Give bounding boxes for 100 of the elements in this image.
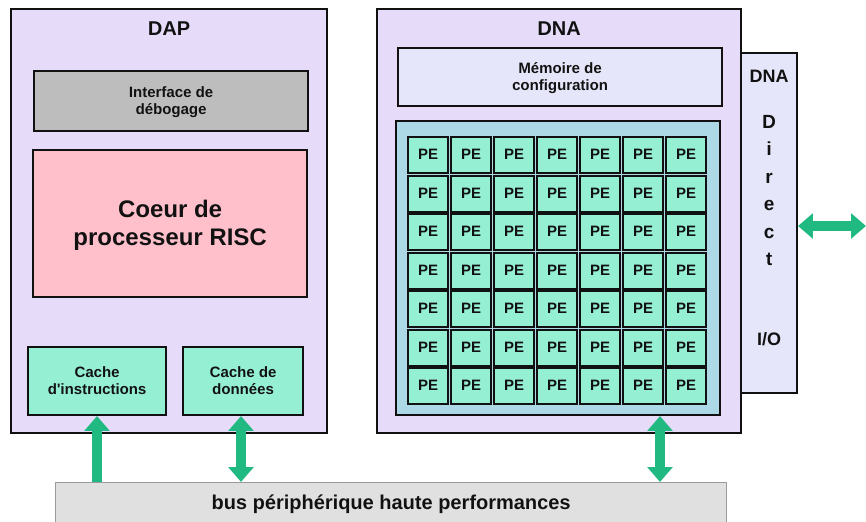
cache-box bbox=[27, 346, 167, 416]
pe-cell bbox=[493, 328, 535, 366]
box-label: PE bbox=[674, 338, 697, 356]
pe-cell bbox=[493, 213, 535, 251]
box-label: PE bbox=[416, 184, 439, 202]
box-label: PE bbox=[632, 377, 654, 395]
box-label: PE bbox=[632, 262, 654, 280]
box-label: PE bbox=[546, 262, 568, 280]
box-label: PE bbox=[674, 184, 697, 202]
pe-cell bbox=[579, 213, 621, 251]
chip-block bbox=[376, 8, 742, 434]
pe-cell bbox=[579, 367, 621, 405]
pe-cell bbox=[665, 290, 707, 328]
pe-cell bbox=[493, 290, 535, 328]
pe-cell bbox=[536, 328, 578, 366]
box-label: PE bbox=[502, 184, 525, 202]
pe-cell bbox=[450, 328, 492, 366]
pe-cell bbox=[665, 213, 707, 251]
pe-cell bbox=[407, 213, 449, 251]
pe-cell bbox=[665, 252, 707, 290]
box-label: PE bbox=[632, 338, 654, 356]
pe-cell bbox=[407, 252, 449, 290]
memory-box bbox=[397, 47, 723, 107]
pe-cell bbox=[665, 136, 707, 174]
panel-label: Direct bbox=[761, 110, 777, 272]
pe-cell bbox=[622, 252, 664, 290]
processor-core-box bbox=[32, 149, 308, 298]
box-label: Cache de données bbox=[208, 364, 278, 398]
box-label: PE bbox=[674, 223, 697, 241]
box-label: PE bbox=[460, 262, 482, 280]
box-label: PE bbox=[502, 262, 525, 280]
box-label: PE bbox=[416, 146, 439, 164]
box-label: PE bbox=[460, 223, 482, 241]
box-label: PE bbox=[546, 146, 568, 164]
box-label: Interface de débogage bbox=[128, 84, 214, 118]
pe-cell bbox=[536, 367, 578, 405]
box-label: PE bbox=[502, 300, 525, 318]
box-label: PE bbox=[502, 223, 525, 241]
pe-cell bbox=[536, 252, 578, 290]
box-label: PE bbox=[546, 377, 568, 395]
box-label: PE bbox=[588, 146, 611, 164]
box-label: PE bbox=[632, 184, 654, 202]
pe-cell bbox=[579, 290, 621, 328]
pe-array-box bbox=[395, 120, 721, 416]
pe-cell bbox=[622, 136, 664, 174]
block-title: DAP bbox=[148, 18, 190, 41]
pe-cell bbox=[450, 252, 492, 290]
pe-cell bbox=[665, 367, 707, 405]
box-label: PE bbox=[460, 300, 482, 318]
box-label: PE bbox=[460, 184, 482, 202]
box-label: PE bbox=[416, 300, 439, 318]
pe-cell bbox=[579, 328, 621, 366]
pe-cell bbox=[536, 290, 578, 328]
box-label: PE bbox=[632, 223, 654, 241]
pe-cell bbox=[450, 290, 492, 328]
cache-box bbox=[182, 346, 304, 416]
box-label: PE bbox=[674, 300, 697, 318]
pe-cell bbox=[407, 367, 449, 405]
pe-cell bbox=[450, 213, 492, 251]
double-arrow bbox=[228, 416, 254, 482]
box-label: PE bbox=[588, 338, 611, 356]
box-label: PE bbox=[546, 223, 568, 241]
box-label: Coeur de processeur RISC bbox=[72, 196, 268, 252]
io-panel bbox=[740, 52, 798, 394]
pe-cell bbox=[407, 290, 449, 328]
chip-block bbox=[10, 8, 328, 434]
panel-label: DNA bbox=[750, 66, 788, 87]
box-label: PE bbox=[460, 338, 482, 356]
pe-cell bbox=[493, 367, 535, 405]
pe-cell bbox=[450, 136, 492, 174]
box-label: PE bbox=[674, 262, 697, 280]
pe-cell bbox=[536, 136, 578, 174]
pe-cell bbox=[579, 252, 621, 290]
box-label: PE bbox=[546, 300, 568, 318]
box-label: PE bbox=[546, 184, 568, 202]
box-label: PE bbox=[502, 338, 525, 356]
double-arrow bbox=[647, 416, 673, 482]
box-label: PE bbox=[588, 262, 611, 280]
pe-cell bbox=[665, 328, 707, 366]
box-label: PE bbox=[674, 377, 697, 395]
box-label: PE bbox=[632, 300, 654, 318]
pe-cell bbox=[622, 290, 664, 328]
pe-cell bbox=[493, 174, 535, 212]
pe-cell bbox=[450, 174, 492, 212]
pe-cell bbox=[536, 174, 578, 212]
pe-cell bbox=[622, 213, 664, 251]
pe-cell bbox=[622, 367, 664, 405]
pe-cell bbox=[450, 367, 492, 405]
box-label: PE bbox=[632, 146, 654, 164]
debug-interface-box bbox=[33, 70, 309, 132]
double-arrow bbox=[84, 416, 110, 482]
pe-cell bbox=[579, 174, 621, 212]
box-label: PE bbox=[588, 184, 611, 202]
box-label: PE bbox=[416, 338, 439, 356]
box-label: PE bbox=[588, 300, 611, 318]
pe-cell bbox=[622, 174, 664, 212]
pe-cell bbox=[493, 252, 535, 290]
box-label: bus périphérique haute performances bbox=[210, 492, 572, 514]
panel-label: I/O bbox=[756, 329, 781, 350]
box-label: Mémoire de configuration bbox=[511, 60, 609, 94]
